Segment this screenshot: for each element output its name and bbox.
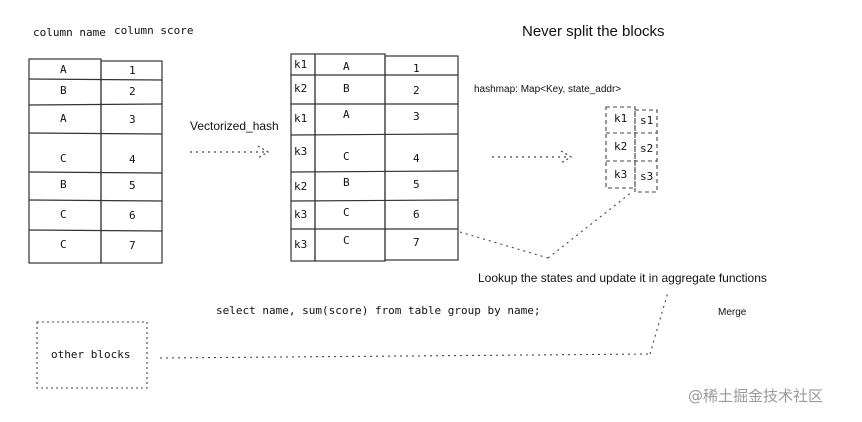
hashed-key-cell: k1	[294, 112, 308, 125]
source-name-cell: C	[60, 152, 67, 165]
hashed-table	[290, 53, 459, 262]
hashmap-state-cell: s2	[640, 142, 654, 155]
hashed-score-cell: 4	[413, 152, 420, 165]
source-score-cell: 7	[129, 239, 136, 252]
hashmap-table	[605, 106, 658, 193]
source-name-cell: B	[60, 84, 67, 97]
hashmap-state-cell: s1	[640, 114, 654, 127]
hashed-name-cell: C	[343, 150, 350, 163]
hashed-row-dividers	[290, 74, 459, 230]
hashmap-state-cell: s3	[640, 170, 654, 183]
hashmap-label: hashmap: Map<Key, state_addr>	[474, 84, 622, 95]
hashed-name-cell: A	[343, 108, 350, 121]
hashed-score-cell: 7	[413, 236, 420, 249]
hashed-key-cell: k3	[294, 145, 308, 158]
source-name-cell: C	[60, 238, 67, 251]
sql-query-label: select name, sum(score) from table group…	[216, 304, 541, 317]
hashed-key-cell: k3	[294, 238, 308, 251]
source-score-cell: 2	[129, 85, 136, 98]
hashmap-key-column	[605, 106, 636, 189]
other-blocks-box	[36, 321, 148, 389]
source-score-cell: 3	[129, 113, 136, 126]
lookup-connectors	[459, 191, 633, 259]
hashmap-arrow	[492, 150, 573, 164]
source-name-cell: A	[60, 112, 67, 125]
hashed-name-column	[314, 53, 386, 262]
watermark: @稀土掘金技术社区	[688, 387, 824, 405]
hashed-score-cell: 6	[413, 208, 420, 221]
source-score-cell: 1	[129, 64, 136, 77]
hashed-score-column	[384, 55, 459, 261]
hashed-key-cell: k3	[294, 208, 308, 221]
hashed-name-cell: C	[343, 206, 350, 219]
hashed-key-cell: k2	[294, 180, 308, 193]
source-name-cell: B	[60, 178, 67, 191]
hashed-name-cell: B	[343, 176, 350, 189]
column-score-header: column score	[114, 24, 194, 37]
hashmap-key-cell: k2	[614, 140, 628, 153]
hashmap-key-cell: k3	[614, 168, 628, 181]
merge-label: Merge	[718, 307, 747, 318]
hashed-score-cell: 5	[413, 178, 420, 191]
hashed-name-cell: B	[343, 82, 350, 95]
vectorized-hash-label: Vectorized_hash	[190, 119, 279, 133]
source-row-dividers	[28, 78, 163, 232]
other-blocks-label: other blocks	[51, 348, 131, 361]
lookup-label: Lookup the states and update it in aggre…	[478, 271, 767, 285]
hashed-score-cell: 2	[413, 84, 420, 97]
hashed-name-cell: A	[343, 60, 350, 73]
source-score-cell: 5	[129, 179, 136, 192]
source-name-cell: A	[60, 63, 67, 76]
hashed-key-cell: k2	[294, 82, 308, 95]
source-name-cell: C	[60, 208, 67, 221]
vectorized-hash-arrow	[190, 145, 270, 159]
diagram-title: Never split the blocks	[522, 23, 665, 40]
column-name-header: column name	[33, 26, 106, 39]
hashed-score-cell: 1	[413, 62, 420, 75]
source-score-column	[100, 60, 163, 264]
source-score-cell: 6	[129, 209, 136, 222]
merge-connector	[159, 291, 669, 359]
hashmap-key-cell: k1	[614, 112, 628, 125]
source-score-cell: 4	[129, 153, 136, 166]
hashed-score-cell: 3	[413, 110, 420, 123]
hashed-name-cell: C	[343, 234, 350, 247]
hashed-key-cell: k1	[294, 58, 308, 71]
source-table	[28, 58, 163, 264]
hashmap-state-column	[634, 109, 658, 193]
